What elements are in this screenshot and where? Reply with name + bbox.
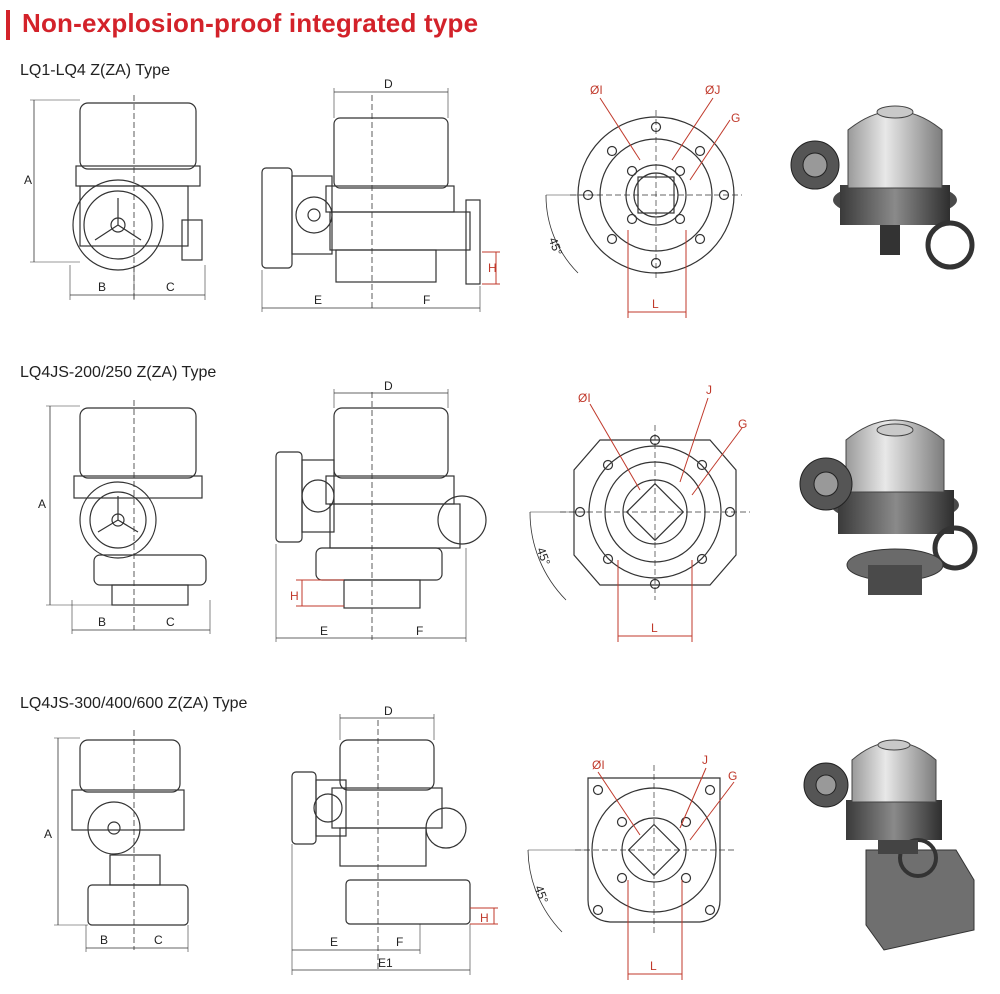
- dim-B-1: B: [98, 280, 106, 294]
- product-render-3: [803, 739, 975, 951]
- dim-J-1: ØJ: [705, 83, 720, 97]
- product-render-2: [799, 419, 978, 595]
- dim-H-1: H: [488, 261, 497, 275]
- dim-B-3: B: [100, 933, 108, 947]
- dim-angle-2: 45°: [534, 545, 553, 567]
- front-view-2: [46, 400, 211, 634]
- dim-G-1: G: [731, 111, 740, 125]
- dim-L-2: L: [651, 621, 658, 635]
- section-1-drawings: A B C D E F H: [24, 77, 742, 318]
- dim-J-3: J: [702, 753, 708, 767]
- dim-G-2: G: [738, 417, 747, 431]
- dim-F-1: F: [423, 293, 430, 307]
- flange-view-1: [545, 110, 742, 280]
- section-3-drawings: A B C D E F E1 H: [44, 704, 737, 980]
- dim-E1-3: E1: [378, 956, 393, 970]
- dim-C-1: C: [166, 280, 175, 294]
- flange-dims-2: [589, 397, 743, 642]
- dim-E-1: E: [314, 293, 322, 307]
- dim-D-2: D: [384, 379, 393, 393]
- dim-A-3: A: [44, 827, 52, 841]
- section-label-1: LQ1-LQ4 Z(ZA) Type: [20, 62, 170, 79]
- page-title: Non-explosion-proof integrated type: [22, 8, 479, 38]
- dim-E-2: E: [320, 624, 328, 638]
- dim-D-1: D: [384, 77, 393, 91]
- dim-D-3: D: [384, 704, 393, 718]
- dim-A-1: A: [24, 173, 32, 187]
- section-2-drawings: A B C D E F H: [38, 379, 750, 642]
- dim-H-2: H: [290, 589, 299, 603]
- dim-E-3: E: [330, 935, 338, 949]
- dim-H-marker-1: [482, 251, 500, 285]
- dim-J-2: J: [706, 383, 712, 397]
- dim-A-2: A: [38, 497, 46, 511]
- dim-I-2: ØI: [578, 391, 591, 405]
- dim-I-1: ØI: [590, 83, 603, 97]
- dim-H-marker-3: [470, 907, 498, 925]
- side-view-3: [291, 714, 471, 975]
- flange-dims-1: [599, 97, 731, 318]
- dim-C-3: C: [154, 933, 163, 947]
- section-label-3: LQ4JS-300/400/600 Z(ZA) Type: [20, 695, 248, 712]
- dim-angle-1: 45°: [546, 235, 565, 257]
- dim-F-3: F: [396, 935, 403, 949]
- title-accent-bar: [6, 10, 10, 40]
- dim-B-2: B: [98, 615, 106, 629]
- dim-H-marker-2: [296, 579, 344, 607]
- front-view-3: [54, 730, 189, 952]
- dim-H-3: H: [480, 911, 489, 925]
- flange-view-2: [529, 425, 750, 601]
- dim-L-1: L: [652, 297, 659, 311]
- dim-I-3: ØI: [592, 758, 605, 772]
- dim-G-3: G: [728, 769, 737, 783]
- flange-view-3: [527, 765, 735, 935]
- side-view-2: [275, 389, 487, 642]
- dim-F-2: F: [416, 624, 423, 638]
- dim-C-2: C: [166, 615, 175, 629]
- side-view-1: [261, 88, 481, 312]
- front-view-1: [30, 95, 206, 300]
- product-render-1: [790, 105, 975, 270]
- flange-dims-3: [597, 767, 735, 980]
- dim-angle-3: 45°: [532, 883, 551, 905]
- dim-L-3: L: [650, 959, 657, 973]
- section-label-2: LQ4JS-200/250 Z(ZA) Type: [20, 364, 217, 381]
